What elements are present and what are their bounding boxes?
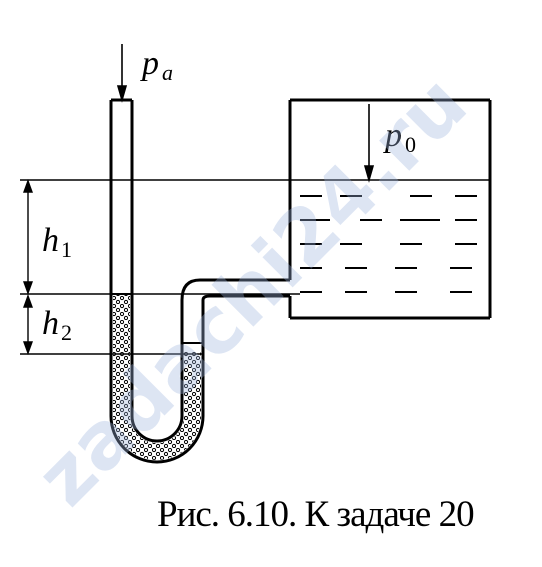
- arrow-p0: [363, 104, 375, 183]
- figure-caption: Рис. 6.10. К задаче 20: [157, 494, 475, 535]
- label-p0-sub: 0: [405, 132, 416, 157]
- u-tube: [109, 98, 290, 464]
- label-pa: p: [140, 45, 159, 82]
- label-h1-sub: 1: [61, 237, 72, 262]
- tank: [288, 98, 492, 320]
- dimension-h2: [23, 293, 33, 356]
- label-h2: h: [42, 305, 59, 342]
- arrow-pa: [116, 44, 128, 103]
- label-h1: h: [42, 222, 59, 259]
- label-h2-sub: 2: [61, 320, 72, 345]
- label-pa-sub: a: [162, 60, 173, 85]
- mercury-column: [113, 294, 201, 460]
- liquid-dashes: [300, 195, 477, 293]
- reference-lines: [20, 293, 300, 355]
- dimension-h1: [23, 178, 33, 296]
- label-p0: p: [383, 117, 402, 154]
